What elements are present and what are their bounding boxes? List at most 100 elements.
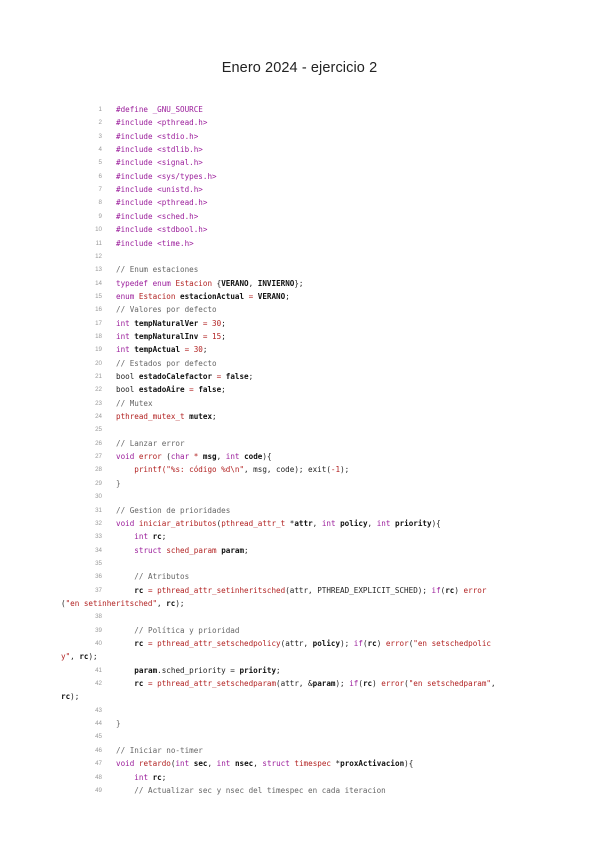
code-token: <pthread.h>: [152, 198, 208, 208]
code-token: ){: [431, 518, 441, 528]
line-number: 34: [95, 546, 102, 554]
line-number: 38: [95, 613, 102, 621]
code-token: ;: [221, 331, 226, 341]
code-token: {: [212, 278, 222, 288]
code-token: ;: [202, 345, 208, 355]
code-token: timespec: [294, 759, 331, 769]
code-line: 39 // Política y prioridad: [0, 624, 599, 638]
code-text: rc = pthread_attr_setinheritsched(attr, …: [116, 584, 486, 598]
code-token: ,: [216, 452, 226, 462]
code-text: // Mutex: [116, 397, 153, 411]
code-token: <stdbool.h>: [152, 225, 208, 235]
code-token: rc: [445, 585, 455, 595]
code-token: void: [116, 759, 135, 769]
code-line-continuation: ("en setinheritsched", rc);: [0, 597, 599, 611]
code-token: enum: [116, 291, 135, 301]
line-number: 33: [95, 533, 102, 541]
code-token: error: [381, 679, 405, 689]
code-token: int: [321, 518, 336, 528]
code-token: mutex: [189, 412, 213, 422]
line-number: 31: [95, 506, 102, 514]
line-number: 29: [95, 479, 102, 487]
code-token: rc: [166, 598, 176, 608]
code-token: , msg, code); exit(: [244, 465, 331, 475]
code-text: // Valores por defecto: [116, 303, 217, 317]
code-line: 31 // Gestion de prioridades: [0, 504, 599, 518]
code-token: Estacion: [175, 278, 213, 288]
line-number: 16: [95, 306, 102, 314]
code-token: .sched_priority =: [157, 665, 240, 675]
code-line: 7#include <unistd.h>: [0, 183, 599, 197]
code-token: rc: [134, 639, 144, 648]
line-number: 27: [95, 453, 102, 461]
code-text: rc);: [61, 690, 79, 704]
line-number: 8: [98, 199, 102, 207]
code-token: );: [70, 692, 80, 702]
code-line: 48 int rc;: [0, 771, 599, 785]
line-number: 20: [95, 359, 102, 367]
code-token: #define: [116, 105, 149, 114]
code-token: ;: [244, 545, 249, 555]
code-token: ): [454, 585, 464, 595]
code-text: pthread_mutex_t mutex;: [116, 410, 217, 424]
code-line: 43: [0, 704, 599, 718]
code-line: 23// Mutex: [0, 397, 599, 411]
code-token: (: [408, 639, 414, 648]
line-number: 24: [95, 413, 102, 421]
code-token: "%s: código %d\n": [166, 465, 245, 475]
code-token: // Actualizar sec y nsec del timespec en…: [116, 785, 386, 795]
code-token: // Mutex: [116, 398, 153, 408]
code-text: #include <stdbool.h>: [116, 223, 207, 237]
code-token: sec: [193, 759, 208, 769]
line-number: 46: [95, 746, 102, 754]
code-token: <sys/types.h>: [152, 171, 217, 181]
code-line: 12: [0, 250, 599, 264]
code-token: (: [61, 598, 66, 608]
code-token: );: [340, 465, 350, 475]
code-line: 9#include <sched.h>: [0, 210, 599, 224]
code-token: );: [340, 639, 354, 648]
code-token: ,: [70, 652, 80, 662]
code-token: rc: [152, 772, 162, 782]
code-token: printf(: [116, 465, 167, 475]
code-token: pthread_mutex_t: [116, 412, 185, 422]
code-token: (: [216, 518, 222, 528]
code-token: =: [212, 372, 226, 381]
code-token: [116, 679, 134, 688]
code-line: 42 rc = pthread_attr_setschedparam(attr,…: [0, 677, 599, 691]
line-number: 9: [98, 212, 102, 220]
code-token: <stdio.h>: [152, 131, 199, 141]
code-token: (: [404, 679, 409, 689]
line-number: 45: [95, 733, 102, 741]
code-line: 44}: [0, 717, 599, 731]
code-token: y": [61, 652, 71, 662]
code-line-continuation: y", rc);: [0, 650, 599, 664]
code-token: ,: [312, 518, 322, 528]
code-token: (: [358, 679, 363, 689]
code-token: int: [134, 772, 149, 782]
code-token: (attr,: [280, 639, 313, 648]
code-token: if: [353, 639, 363, 648]
code-token: rc: [367, 639, 377, 648]
code-line: 45: [0, 730, 599, 744]
code-line: 4#include <stdlib.h>: [0, 143, 599, 157]
code-token: *: [285, 518, 295, 528]
code-token: ){: [404, 759, 414, 769]
code-token: tempNaturalVer: [134, 318, 199, 328]
code-text: printf("%s: código %d\n", msg, code); ex…: [116, 463, 349, 477]
code-text: // Gestion de prioridades: [116, 504, 230, 518]
code-text: #include <signal.h>: [116, 156, 203, 170]
code-token: #include: [116, 225, 153, 235]
code-token: *: [189, 452, 203, 462]
code-token: // Política y prioridad: [116, 625, 240, 635]
code-token: retardo: [138, 759, 171, 769]
code-text: // Lanzar error: [116, 437, 185, 451]
code-token: ;: [221, 385, 226, 395]
code-token: param: [221, 545, 245, 555]
code-line: 11#include <time.h>: [0, 237, 599, 251]
